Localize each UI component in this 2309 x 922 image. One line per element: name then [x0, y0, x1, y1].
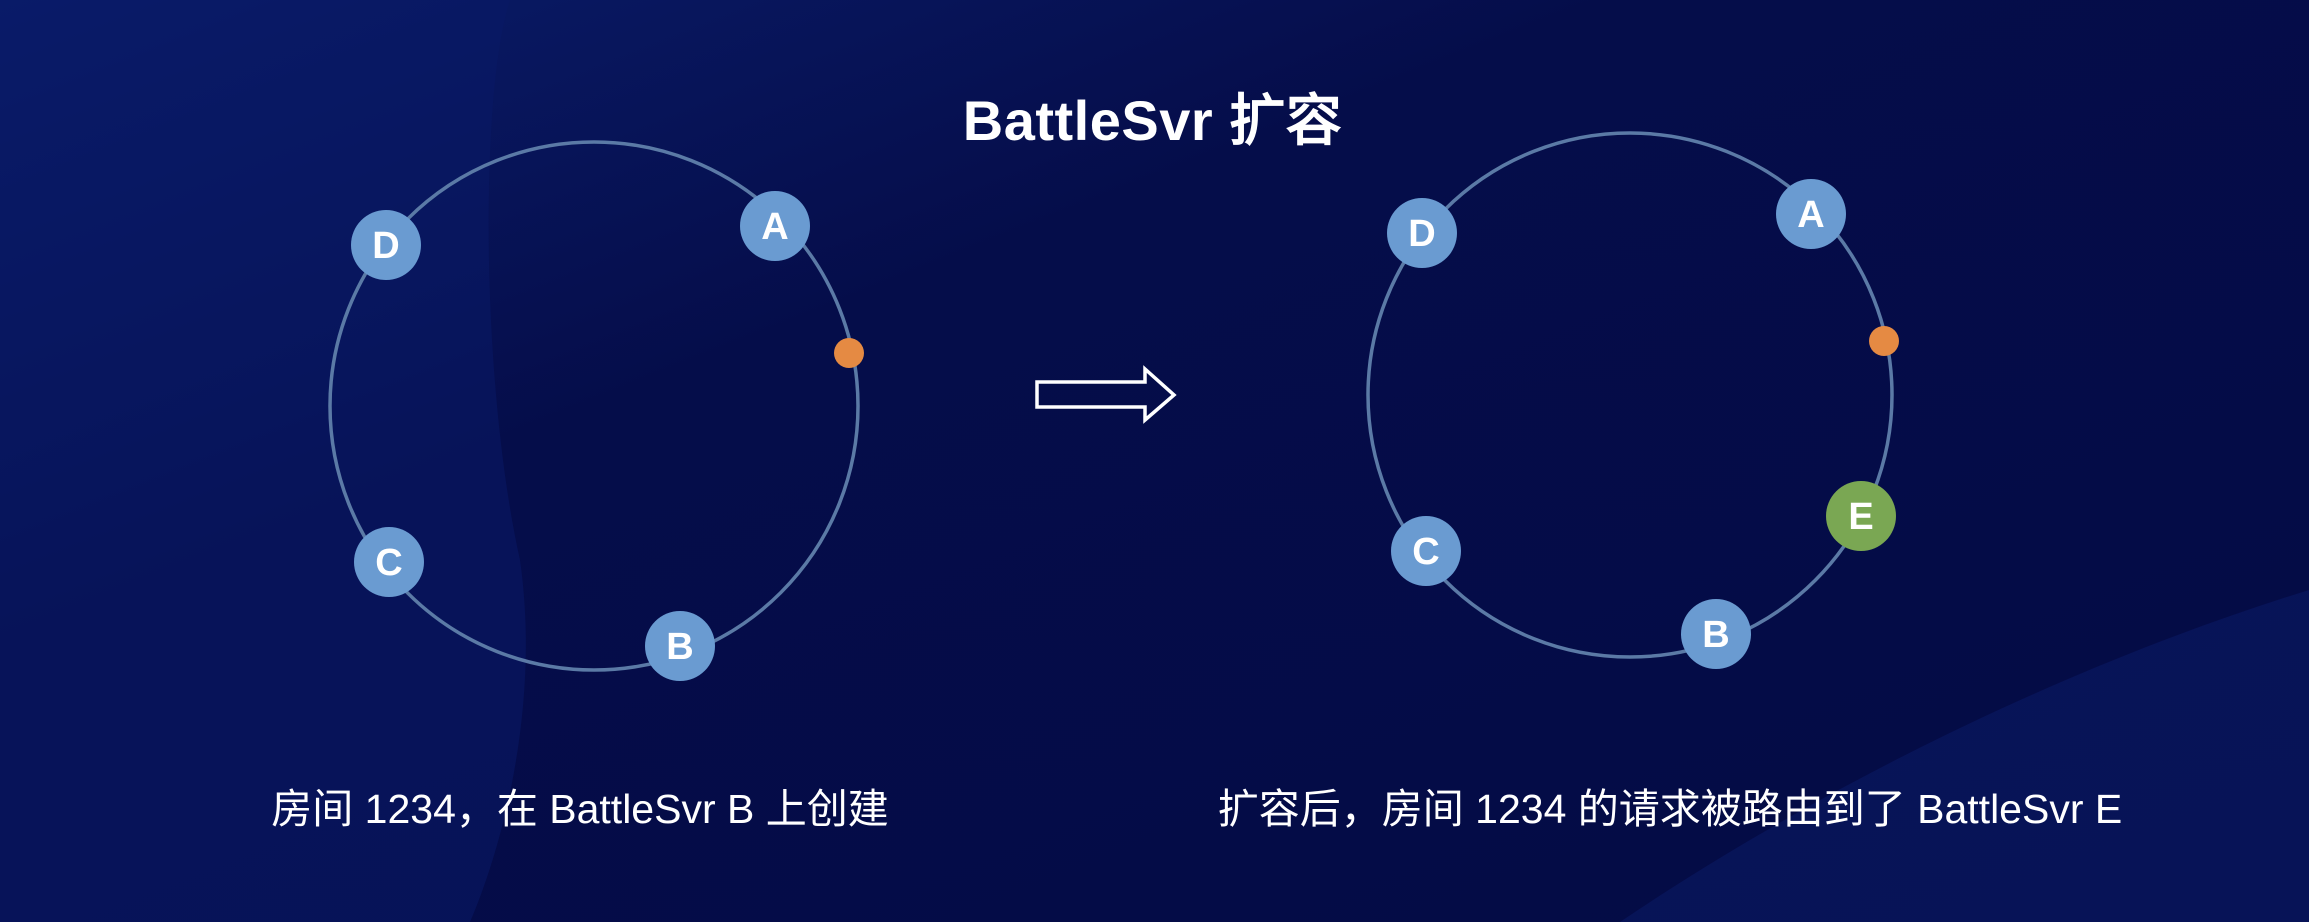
node-d-label: D	[372, 225, 399, 267]
node-d: D	[351, 210, 421, 280]
node-b: B	[1681, 599, 1751, 669]
node-c: C	[1391, 516, 1461, 586]
node-b-label: B	[666, 626, 693, 668]
caption-after: 扩容后，房间 1234 的请求被路由到了 BattleSvr E	[1217, 786, 2123, 832]
node-e-circle	[1826, 481, 1896, 551]
node-a: A	[1776, 179, 1846, 249]
ring-diagram-after: A E B C D	[1366, 131, 1899, 669]
node-b-label: B	[1702, 614, 1729, 656]
ring-diagram-before: A B C D	[328, 140, 864, 681]
node-a-circle	[1776, 179, 1846, 249]
node-a-label: A	[1797, 194, 1824, 236]
node-a-label: A	[761, 206, 788, 248]
hash-ring	[328, 140, 860, 672]
hash-ring	[1366, 131, 1894, 659]
node-d: D	[1387, 198, 1457, 268]
node-c-circle	[354, 527, 424, 597]
node-b-circle	[645, 611, 715, 681]
node-c-label: C	[1412, 531, 1439, 573]
caption-before: 房间 1234，在 BattleSvr B 上创建	[271, 786, 889, 832]
request-key-dot	[1869, 326, 1899, 356]
node-b-circle	[1681, 599, 1751, 669]
node-d-label: D	[1408, 213, 1435, 255]
node-c: C	[354, 527, 424, 597]
node-e-label: E	[1848, 496, 1873, 538]
node-d-circle	[1387, 198, 1457, 268]
node-c-circle	[1391, 516, 1461, 586]
node-c-label: C	[375, 542, 402, 584]
right-arrow-outline-icon	[1035, 365, 1177, 424]
node-e: E	[1826, 481, 1896, 551]
node-a-circle	[740, 191, 810, 261]
node-b: B	[645, 611, 715, 681]
page-title: BattleSvr 扩容	[962, 89, 1343, 152]
node-a: A	[740, 191, 810, 261]
request-key-dot	[834, 338, 864, 368]
node-d-circle	[351, 210, 421, 280]
